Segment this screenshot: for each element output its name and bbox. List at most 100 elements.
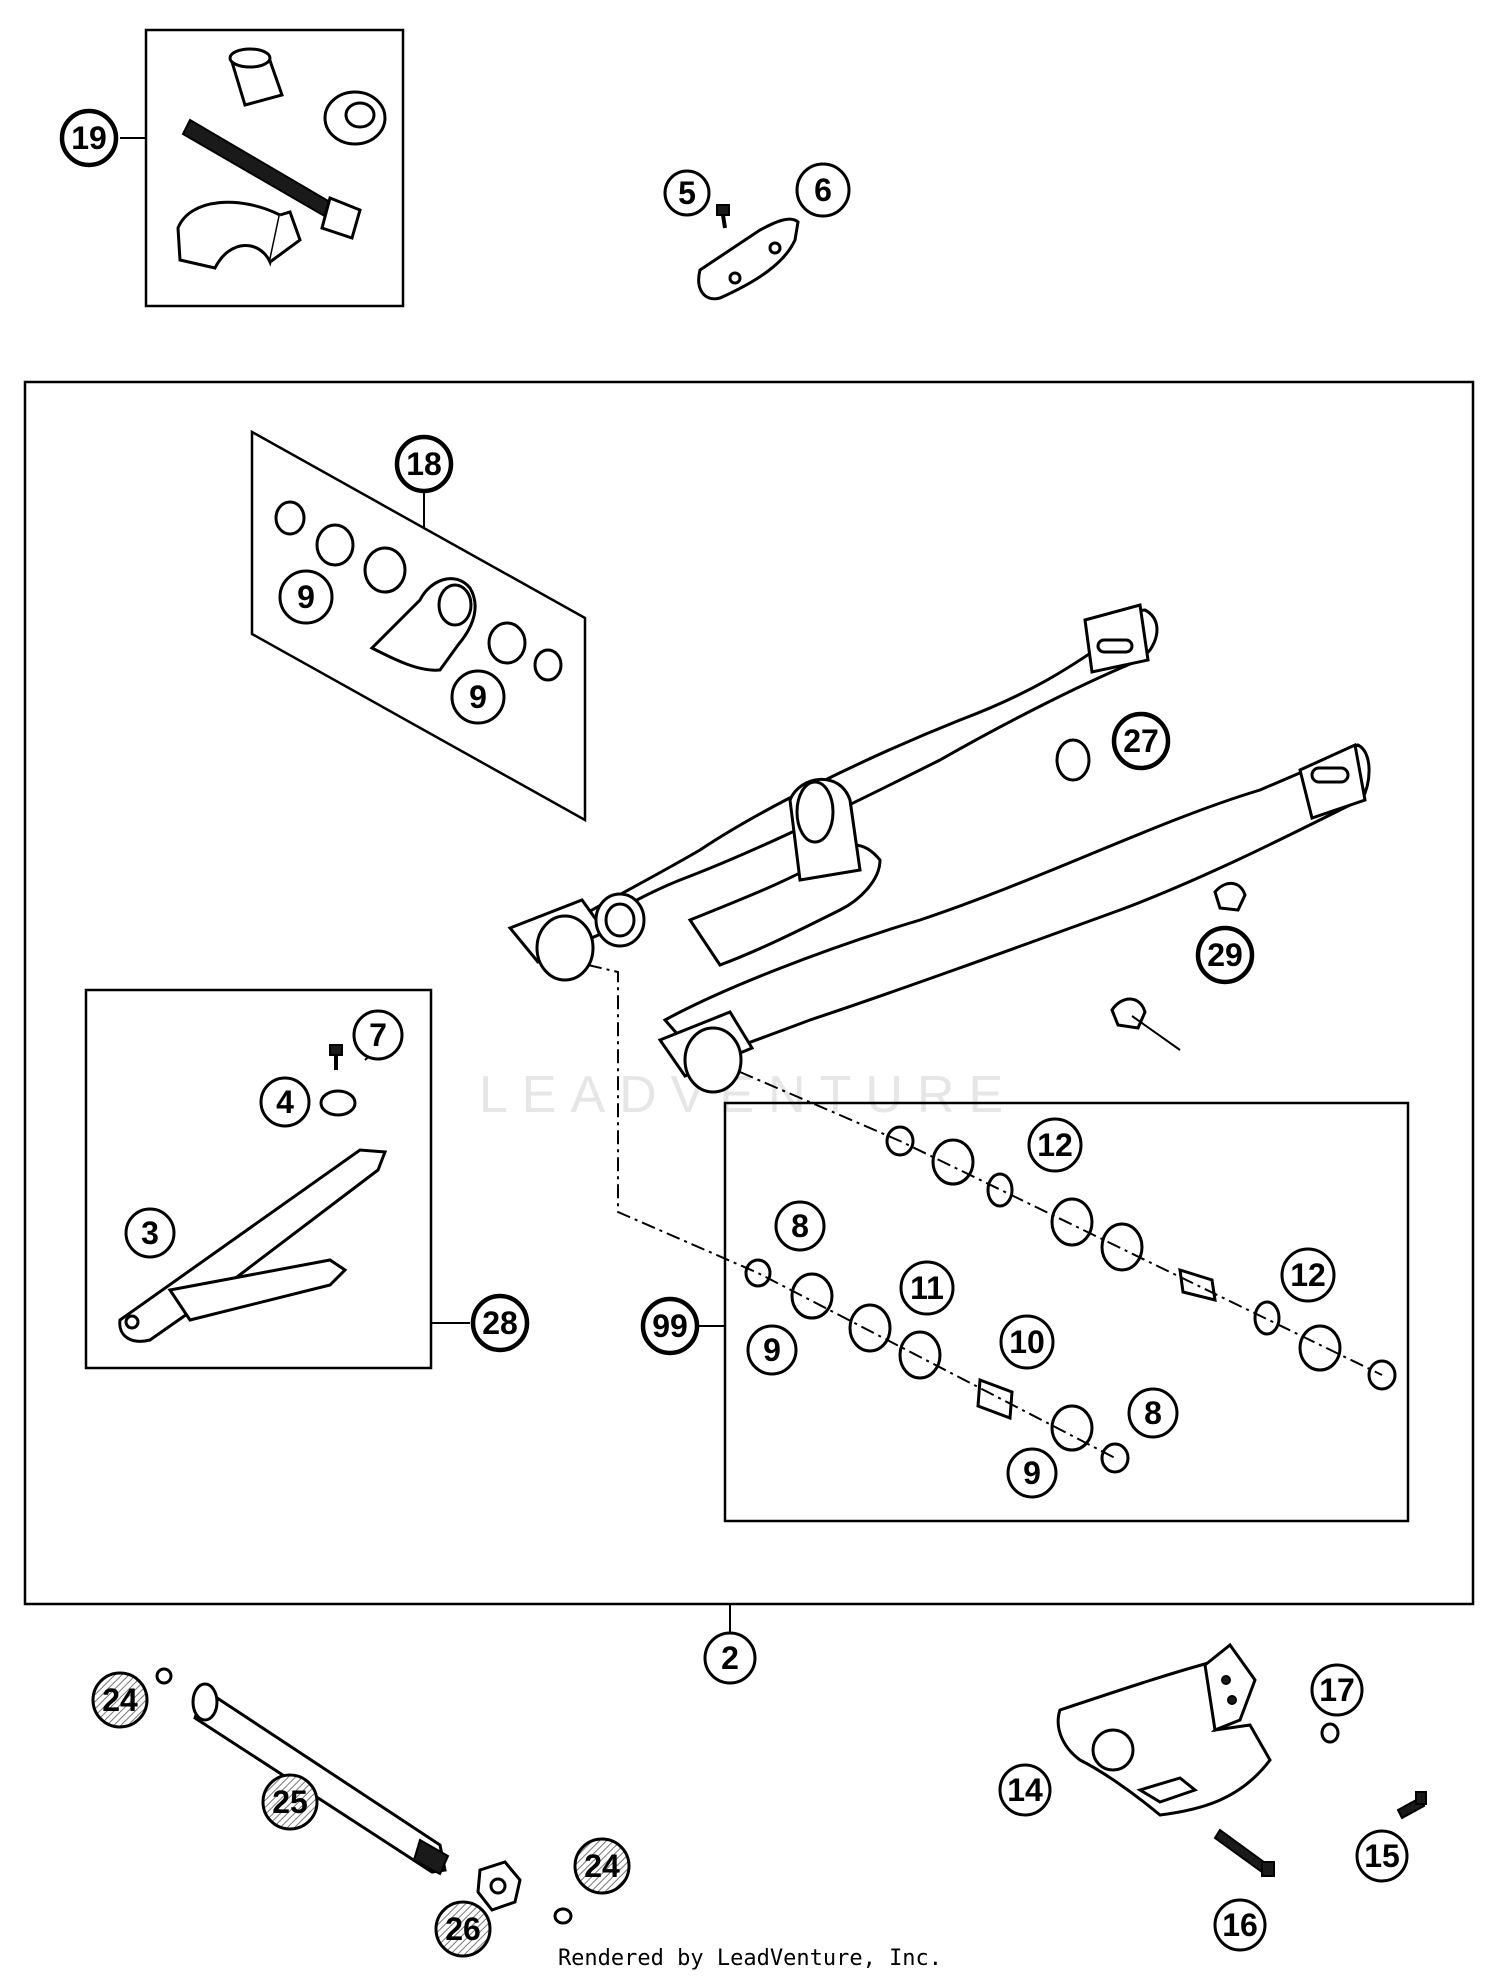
callout-11: 11 xyxy=(899,1260,955,1316)
callout-29: 29 xyxy=(1195,925,1255,985)
callout-9-c: 9 xyxy=(746,1324,798,1376)
ring-part-2 xyxy=(533,648,563,682)
callout-3: 3 xyxy=(124,1207,176,1259)
svg-text:7: 7 xyxy=(369,1017,387,1053)
callout-26: 26 xyxy=(434,1900,492,1958)
clip-part-6 xyxy=(697,217,800,301)
bolt-part xyxy=(181,118,362,240)
callout-25: 25 xyxy=(261,1773,319,1831)
callout-16: 16 xyxy=(1213,1898,1267,1952)
svg-text:14: 14 xyxy=(1007,1772,1043,1808)
callout-18: 18 xyxy=(394,434,454,494)
svg-text:12: 12 xyxy=(1290,1257,1326,1293)
callout-27: 27 xyxy=(1111,711,1171,771)
svg-text:15: 15 xyxy=(1364,1838,1400,1874)
seal-part-2 xyxy=(487,621,527,665)
axle-part-25 xyxy=(193,1687,447,1874)
callout-24-b: 24 xyxy=(573,1837,631,1895)
svg-text:2: 2 xyxy=(721,1640,739,1676)
callout-12-b: 12 xyxy=(1280,1247,1336,1303)
footer-credit: Rendered by LeadVenture, Inc. xyxy=(557,1946,943,1971)
callout-12-a: 12 xyxy=(1027,1117,1083,1173)
callout-6: 6 xyxy=(795,162,851,218)
swingarm-part xyxy=(507,603,1371,1094)
assembly-line-left xyxy=(587,964,1116,1459)
kit-28-group xyxy=(84,988,470,1370)
chain-guide-clip-group xyxy=(697,204,800,301)
svg-text:24: 24 xyxy=(584,1848,620,1884)
svg-text:19: 19 xyxy=(71,120,107,156)
svg-text:8: 8 xyxy=(1144,1395,1162,1431)
kit-18-box xyxy=(250,429,587,823)
callout-99: 99 xyxy=(640,1296,700,1356)
bolt-part-16 xyxy=(1213,1828,1275,1877)
linkage-tab-2 xyxy=(1110,997,1147,1030)
screw-part-5 xyxy=(716,204,730,229)
callout-19: 19 xyxy=(59,108,119,168)
nut-part-17 xyxy=(1320,1722,1340,1744)
svg-text:24: 24 xyxy=(102,1682,138,1718)
svg-text:28: 28 xyxy=(482,1305,518,1341)
svg-text:9: 9 xyxy=(763,1332,781,1368)
half-shell-part xyxy=(176,200,302,270)
kit-99-group xyxy=(698,1101,1410,1523)
callout-14: 14 xyxy=(998,1763,1052,1817)
callout-10: 10 xyxy=(999,1314,1055,1370)
callout-9-a: 9 xyxy=(278,569,334,625)
cap-part-24 xyxy=(155,1667,173,1685)
cap-part-24b xyxy=(553,1907,573,1925)
svg-text:5: 5 xyxy=(678,175,696,211)
assembly-line-right xyxy=(739,1071,1383,1376)
callout-8-b: 8 xyxy=(1127,1387,1179,1439)
svg-text:25: 25 xyxy=(272,1784,308,1820)
callout-4: 4 xyxy=(259,1076,311,1128)
callout-5: 5 xyxy=(663,169,711,217)
linkage-tab xyxy=(1213,881,1247,912)
chain-guide-group xyxy=(1056,1642,1427,1877)
svg-text:29: 29 xyxy=(1207,937,1243,973)
svg-text:18: 18 xyxy=(406,446,442,482)
svg-text:9: 9 xyxy=(1023,1455,1041,1491)
seal-part xyxy=(315,523,355,567)
callout-24-a: 24 xyxy=(91,1671,149,1729)
svg-text:8: 8 xyxy=(791,1208,809,1244)
svg-text:4: 4 xyxy=(276,1084,294,1120)
bearing-part xyxy=(363,546,407,594)
callout-15: 15 xyxy=(1355,1829,1409,1883)
kit-28-box xyxy=(84,988,433,1370)
svg-text:11: 11 xyxy=(910,1270,944,1306)
kit-18-group xyxy=(250,429,587,823)
svg-text:99: 99 xyxy=(652,1308,688,1344)
svg-text:27: 27 xyxy=(1123,723,1159,759)
svg-text:26: 26 xyxy=(445,1911,481,1947)
kit-19-group xyxy=(120,28,405,308)
callout-8-a: 8 xyxy=(774,1200,826,1252)
svg-text:3: 3 xyxy=(141,1215,159,1251)
washer-part-4 xyxy=(319,1089,357,1117)
swingarm-assembly-box xyxy=(23,380,1475,1606)
kit-99-box xyxy=(723,1101,1410,1523)
ring-27-part xyxy=(1055,738,1091,782)
svg-text:10: 10 xyxy=(1009,1324,1045,1360)
svg-text:6: 6 xyxy=(814,172,832,208)
svg-text:9: 9 xyxy=(297,579,315,615)
callout-9-b: 9 xyxy=(450,669,506,725)
svg-text:16: 16 xyxy=(1222,1907,1258,1943)
ring-part xyxy=(274,500,306,536)
callout-7: 7 xyxy=(352,1009,404,1061)
callout-9-d: 9 xyxy=(1006,1447,1058,1499)
callout-2: 2 xyxy=(703,1631,757,1685)
seal-ring-part xyxy=(323,90,387,146)
callout-17: 17 xyxy=(1310,1663,1364,1717)
screw-part-15 xyxy=(1396,1791,1427,1820)
watermark: LEADVENTURE xyxy=(479,1066,1017,1124)
svg-text:9: 9 xyxy=(469,679,487,715)
callout-28: 28 xyxy=(470,1293,530,1353)
screw-part-7 xyxy=(329,1044,343,1070)
pivot-axle-group xyxy=(155,1667,573,1925)
svg-text:17: 17 xyxy=(1319,1672,1355,1708)
svg-text:12: 12 xyxy=(1037,1127,1073,1163)
bushing-part xyxy=(228,47,284,107)
kit-19-box xyxy=(144,28,405,308)
